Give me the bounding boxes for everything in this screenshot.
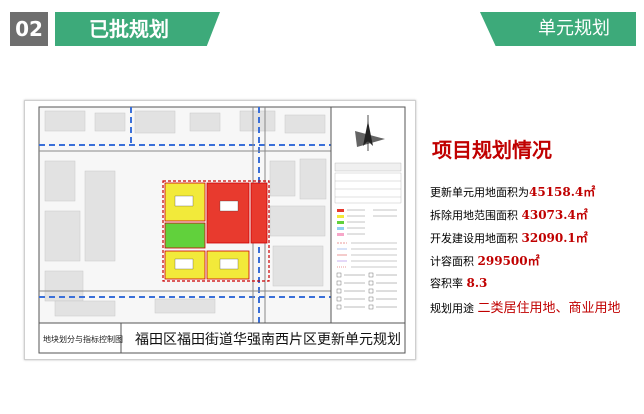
info-row-development-area: 开发建设用地面积 32090.1㎡ — [430, 229, 588, 246]
info-value: 43073.4㎡ — [521, 208, 588, 222]
parcel-green — [164, 222, 206, 249]
info-label: 开发建设用地面积 — [430, 232, 518, 245]
info-label: 计容面积 — [430, 255, 474, 268]
land-parcels — [162, 180, 270, 282]
planning-map: 地块划分与指标控制图 福田区福田街道华强南西片区更新单元规划 — [24, 100, 416, 360]
map-title: 福田区福田街道华强南西片区更新单元规划 — [135, 332, 401, 348]
info-label: 规划用途 — [430, 302, 474, 315]
category-banner: 单元规划 — [480, 12, 636, 46]
info-value: 299500㎡ — [477, 254, 540, 268]
map-legend — [330, 106, 406, 324]
info-value: 45158.4㎡ — [529, 185, 596, 199]
unit-boundary — [162, 180, 270, 282]
info-row-plot-ratio: 容积率 8.3 — [430, 275, 487, 291]
info-label: 容积率 — [430, 277, 463, 290]
section-title-banner: 已批规划 — [55, 12, 220, 46]
info-row-demolition-area: 拆除用地范围面积 43073.4㎡ — [430, 206, 588, 223]
north-arrow-icon — [355, 115, 385, 151]
section-number: 02 — [10, 12, 48, 46]
map-subtitle: 地块划分与指标控制图 — [43, 335, 123, 344]
info-value: 二类居住用地、商业用地 — [477, 301, 621, 316]
parcel-red-2 — [250, 182, 268, 244]
map-drawing — [25, 101, 415, 359]
info-label: 拆除用地范围面积 — [430, 209, 518, 222]
info-row-floor-area: 计容面积 299500㎡ — [430, 252, 540, 269]
info-row-land-use: 规划用途 二类居住用地、商业用地 — [430, 297, 621, 316]
info-row-unit-area: 更新单元用地面积为45158.4㎡ — [430, 183, 595, 200]
info-value: 8.3 — [466, 276, 488, 290]
info-value: 32090.1㎡ — [521, 231, 588, 245]
parcel-red — [206, 182, 250, 244]
info-label: 更新单元用地面积为 — [430, 186, 529, 199]
planning-info-title: 项目规划情况 — [432, 138, 552, 162]
